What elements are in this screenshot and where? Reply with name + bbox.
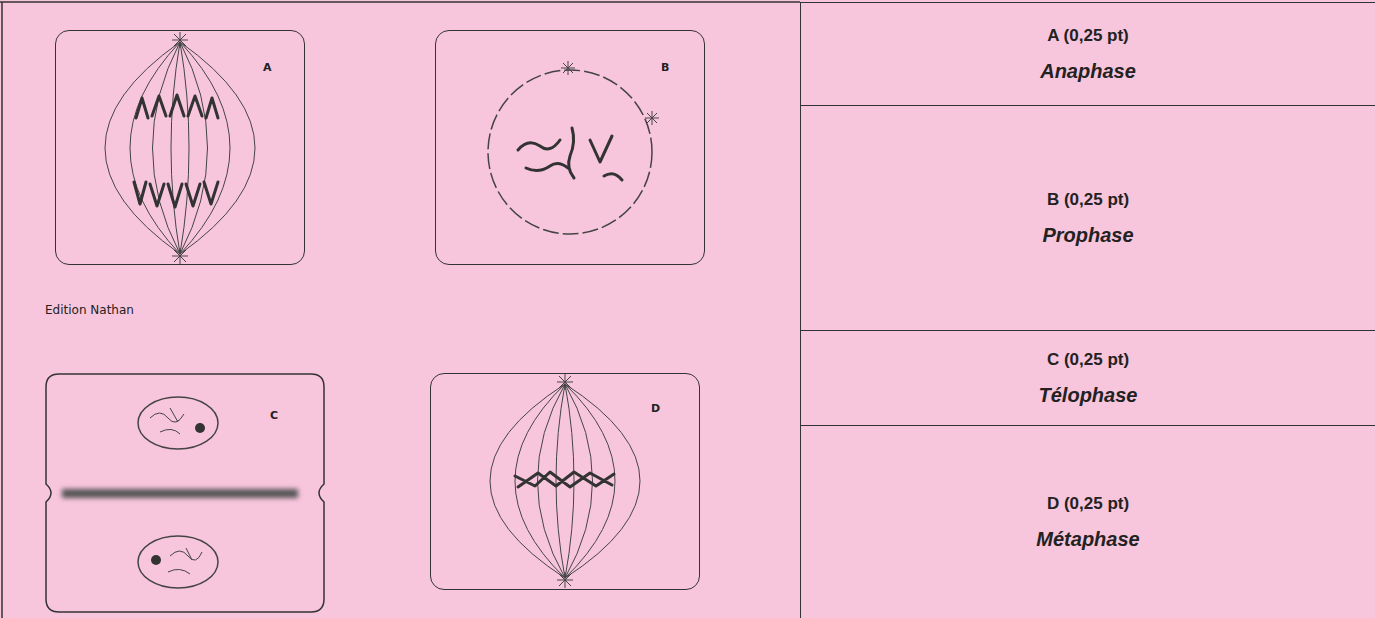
chromatids <box>134 182 218 207</box>
spindle-fibre <box>105 42 180 254</box>
chromosome <box>526 163 568 170</box>
chromatin <box>150 408 184 434</box>
answer-cell: C (0,25 pt) Télophase <box>800 330 1375 425</box>
spindle-fibre <box>153 42 181 254</box>
telophase-drawing <box>62 397 298 588</box>
panel-outline <box>45 373 325 613</box>
phase-answer: Prophase <box>1042 224 1133 247</box>
chromosome <box>590 136 612 162</box>
spindle-fibre <box>130 42 180 254</box>
source-credit: Edition Nathan <box>45 303 134 317</box>
nuclear-envelope <box>488 70 652 234</box>
nucleus <box>138 397 218 449</box>
chromosome <box>518 140 560 150</box>
metaphase-plate <box>515 472 614 487</box>
spindle-fibre <box>180 42 255 254</box>
table-left-line <box>1 2 3 618</box>
chromosome <box>604 174 622 180</box>
table-top-line <box>0 1 800 3</box>
aster <box>557 374 573 390</box>
spindle-fibre <box>180 42 208 254</box>
figure-panel: B <box>435 30 705 265</box>
panel-letter: D <box>651 402 660 415</box>
panel-letter: A <box>263 61 272 74</box>
question-label: A (0,25 pt) <box>1047 26 1129 46</box>
spindle-fibres <box>105 42 255 254</box>
phase-answer: Télophase <box>1039 384 1138 407</box>
answer-cell: B (0,25 pt) Prophase <box>800 105 1375 330</box>
spindle-fibre <box>565 384 574 578</box>
phase-answer: Anaphase <box>1040 60 1136 83</box>
aster <box>561 61 575 75</box>
figure-panel: C <box>45 373 325 613</box>
aster <box>557 572 573 588</box>
question-label: C (0,25 pt) <box>1047 350 1129 370</box>
cell-plate <box>62 489 298 498</box>
figure-panel: A <box>55 30 305 265</box>
prophase-drawing <box>488 61 659 234</box>
chromatin <box>168 548 202 574</box>
spindle-fibre <box>180 42 189 254</box>
nucleolus <box>195 423 205 433</box>
aster <box>172 248 188 264</box>
chromatids <box>136 95 218 118</box>
answer-cell: A (0,25 pt) Anaphase <box>800 2 1375 105</box>
spindle-fibres <box>490 384 640 578</box>
nucleolus <box>151 555 161 565</box>
panel-outline-path <box>46 374 324 612</box>
figure-panel: D <box>430 373 700 590</box>
table-border <box>0 2 800 618</box>
panel-letter: C <box>270 409 278 422</box>
question-label: D (0,25 pt) <box>1047 494 1129 514</box>
answer-cell: D (0,25 pt) Métaphase <box>800 425 1375 618</box>
nucleus <box>138 536 218 588</box>
panel-letter: B <box>661 61 669 74</box>
anaphase-drawing <box>105 32 255 264</box>
phase-answer: Métaphase <box>1036 528 1139 551</box>
aster <box>645 111 659 125</box>
aster <box>172 32 188 48</box>
spindle-fibre <box>180 42 230 254</box>
spindle-fibre <box>171 42 180 254</box>
question-label: B (0,25 pt) <box>1047 190 1129 210</box>
chromosome <box>569 128 574 178</box>
metaphase-drawing <box>490 374 640 588</box>
chromosomes <box>518 128 622 180</box>
